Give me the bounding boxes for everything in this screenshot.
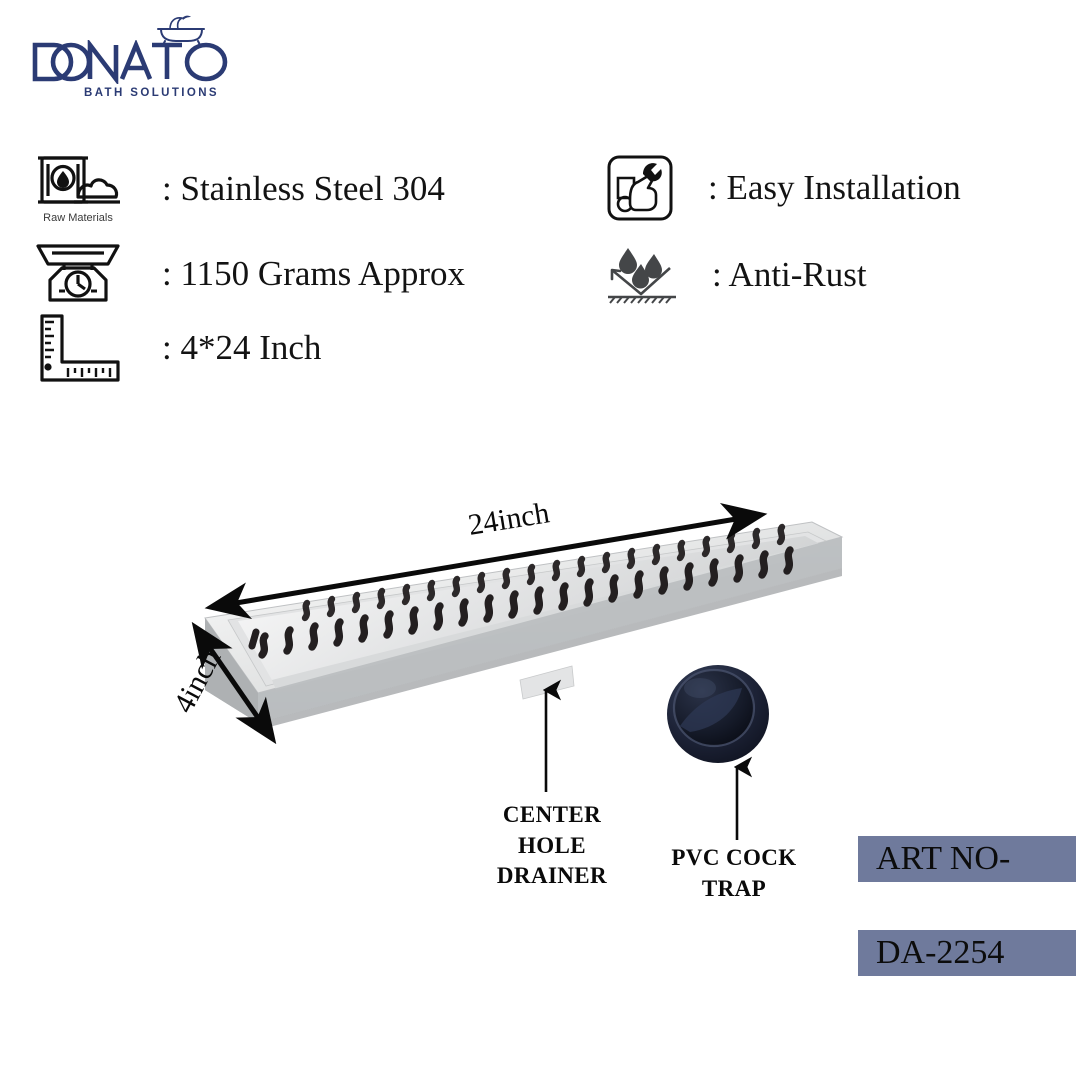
spec-text-antirust: : Anti-Rust (712, 255, 867, 294)
brand-logo: BATH SOLUTIONS (22, 14, 252, 110)
product-svg: 24inch 4inch (167, 496, 844, 840)
spec-row-antirust: : Anti-Rust (604, 244, 867, 306)
callout-line: CENTER (502, 802, 602, 827)
spec-row-material: Raw Materials : Stainless Steel 304 (28, 150, 445, 228)
spec-text-material: : Stainless Steel 304 (162, 169, 445, 208)
spec-row-weight: : 1150 Grams Approx (28, 240, 465, 308)
water-repellent-icon (604, 244, 680, 306)
art-no-label-badge: ART NO- (858, 836, 1076, 882)
pvc-cock-trap (667, 665, 769, 763)
callout-line: DRAINER (496, 863, 608, 889)
spec-text-weight: : 1150 Grams Approx (162, 254, 465, 293)
callout-line: PVC COCK (671, 845, 797, 870)
brand-tagline: BATH SOLUTIONS (84, 87, 219, 99)
weighing-scale-icon (28, 240, 128, 308)
spec-text-installation: : Easy Installation (708, 168, 961, 207)
spec-text-size: : 4*24 Inch (162, 328, 322, 367)
callout-pvc-cock-trap: PVC COCK TRAP (634, 843, 834, 904)
bathtub-icon (157, 15, 205, 46)
art-no-value-badge: DA-2254 (858, 930, 1076, 976)
product-illustration: 24inch 4inch (0, 440, 1080, 860)
raw-materials-icon: Raw Materials (28, 150, 128, 228)
brand-wordmark (32, 40, 228, 84)
raw-materials-caption: Raw Materials (43, 212, 113, 224)
hand-wrench-icon (604, 152, 676, 224)
width-dimension-arrow (191, 621, 277, 745)
callout-line: HOLE (517, 832, 587, 858)
callout-center-hole-drainer: CENTER HOLE DRAINER (452, 800, 652, 892)
spec-row-installation: : Easy Installation (604, 152, 961, 224)
drain-end-slot (248, 628, 260, 650)
callout-line: TRAP (701, 875, 767, 901)
spec-row-size: : 4*24 Inch (28, 312, 321, 384)
length-dimension-label: 24inch (466, 496, 552, 542)
length-dimension-arrow (204, 502, 768, 620)
ruler-square-icon (28, 312, 128, 384)
